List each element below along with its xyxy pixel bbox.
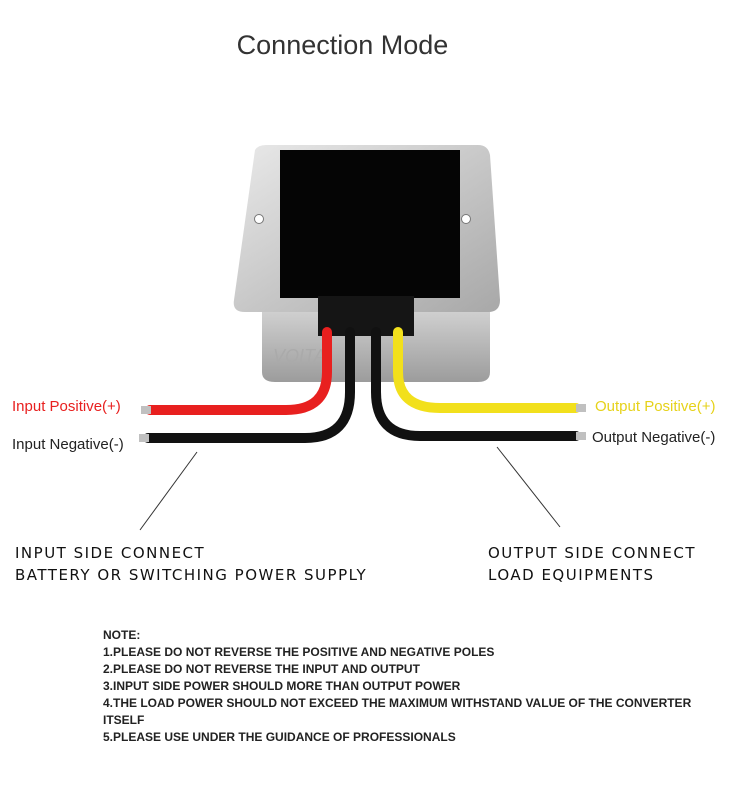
note-item: 3.INPUT SIDE POWER SHOULD MORE THAN OUTP… [103,679,461,693]
notes-block: NOTE: 1.PLEASE DO NOT REVERSE THE POSITI… [103,627,723,746]
input-side-caption: INPUT SIDE CONNECT BATTERY OR SWITCHING … [15,542,367,586]
input-positive-wire-tip [141,406,151,414]
input-negative-label: Input Negative(-) [12,436,124,453]
note-item: 2.PLEASE DO NOT REVERSE THE INPUT AND OU… [103,662,420,676]
input-negative-wire-tip [139,434,149,442]
output-positive-wire-tip [576,404,586,412]
wires [139,327,586,443]
output-side-caption: OUTPUT SIDE CONNECT LOAD EQUIPMENTS [488,542,696,586]
brand-watermark: VOITA [273,346,326,366]
output-positive-label: Output Positive(+) [595,398,716,415]
input-side-line2: BATTERY OR SWITCHING POWER SUPPLY [15,566,368,584]
output-negative-wire [371,327,581,441]
wire-grommet [318,296,414,336]
output-positive-wire [393,327,581,413]
output-side-line1: OUTPUT SIDE CONNECT [488,544,696,562]
note-item: 1.PLEASE DO NOT REVERSE THE POSITIVE AND… [103,645,495,659]
mounting-hole-right [461,214,471,224]
input-negative-wire [143,327,355,443]
converter-housing: VOITA [233,145,500,382]
black-potting-panel [280,150,460,298]
page-title: Connection Mode [236,30,449,60]
output-negative-wire-tip [576,432,586,440]
input-positive-label: Input Positive(+) [12,398,121,415]
notes-heading: NOTE: [103,628,141,642]
input-positive-wire [145,327,332,415]
note-item: 4.THE LOAD POWER SHOULD NOT EXCEED THE M… [103,696,692,727]
input-pointer-line [139,451,198,531]
output-negative-label: Output Negative(-) [592,429,716,446]
output-pointer-line [496,446,561,528]
output-side-line2: LOAD EQUIPMENTS [488,566,655,584]
input-side-line1: INPUT SIDE CONNECT [15,544,206,562]
note-item: 5.PLEASE USE UNDER THE GUIDANCE OF PROFE… [103,730,456,744]
mounting-hole-left [254,214,264,224]
